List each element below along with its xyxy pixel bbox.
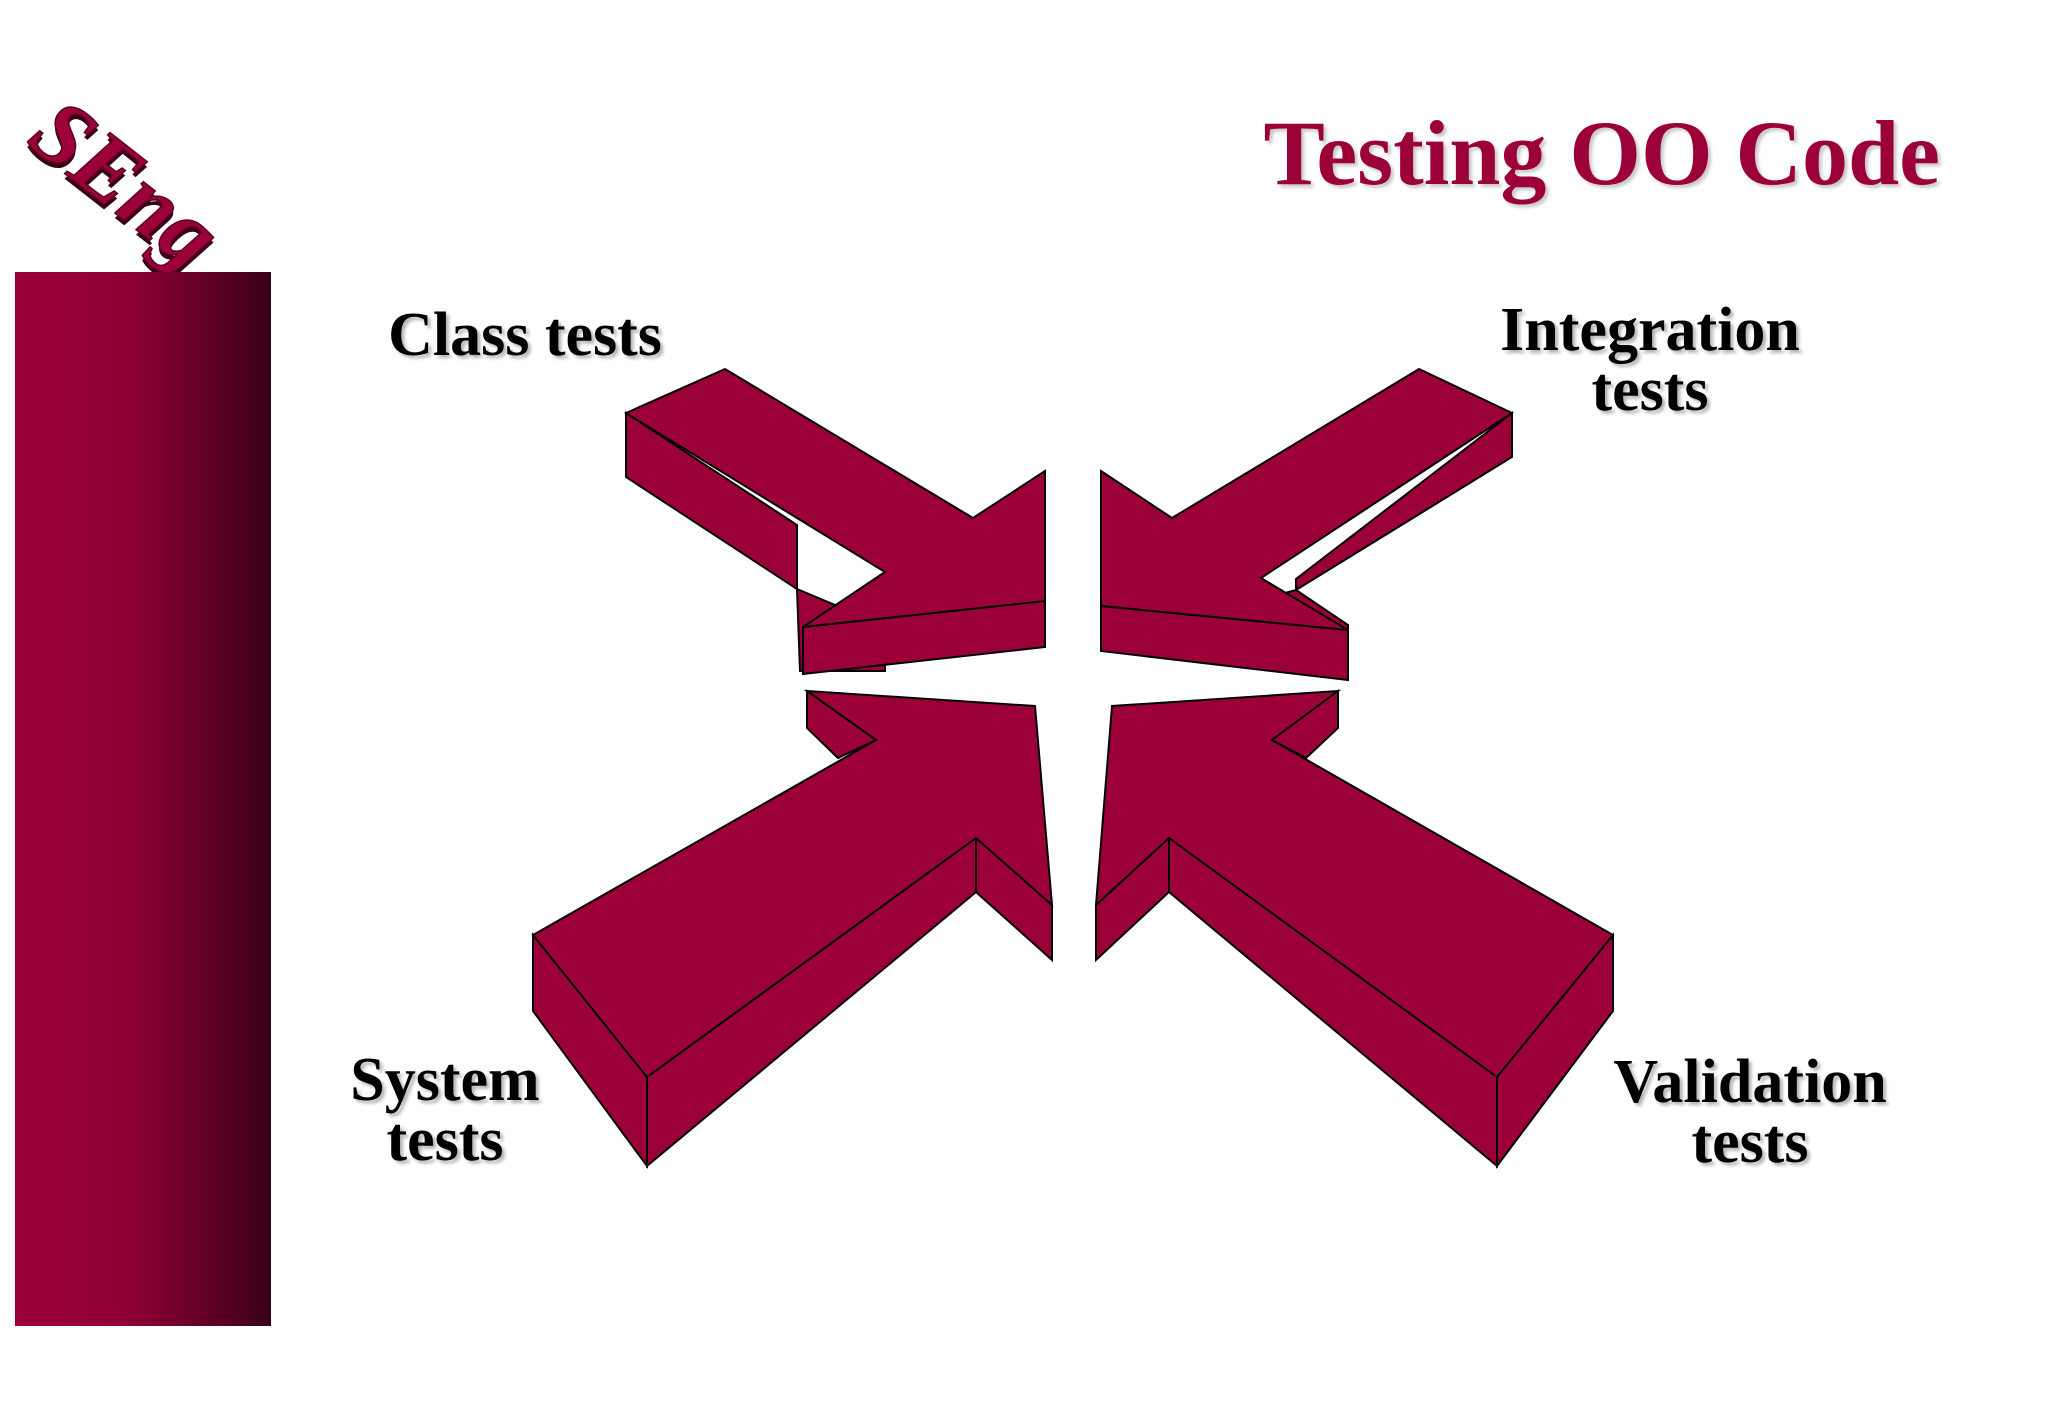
- label-integration-line-1: Integration: [1500, 296, 1800, 364]
- slide-title: Testing OO Code: [1263, 102, 1940, 204]
- label-class-tests: Class tests: [360, 301, 690, 369]
- label-system-line-1: System: [350, 1046, 540, 1114]
- seng-logo: SEng SEng: [12, 77, 242, 292]
- label-system-tests: System tests: [320, 1046, 570, 1174]
- arrow-class-tests: [623, 367, 1046, 676]
- label-integration-tests: Integration tests: [1460, 296, 1840, 424]
- side-bar: [15, 272, 271, 1326]
- arrow-system-tests: [531, 689, 1054, 1170]
- label-validation-line-2: tests: [1691, 1108, 1809, 1176]
- label-validation-line-1: Validation: [1613, 1048, 1887, 1116]
- arrow-integration-tests: [1100, 367, 1515, 682]
- label-class-tests-text: Class tests: [388, 301, 662, 369]
- label-system-line-2: tests: [386, 1106, 504, 1174]
- label-integration-line-2: tests: [1591, 356, 1709, 424]
- label-validation-tests: Validation tests: [1570, 1048, 1930, 1176]
- arrow-validation-tests: [1094, 689, 1615, 1170]
